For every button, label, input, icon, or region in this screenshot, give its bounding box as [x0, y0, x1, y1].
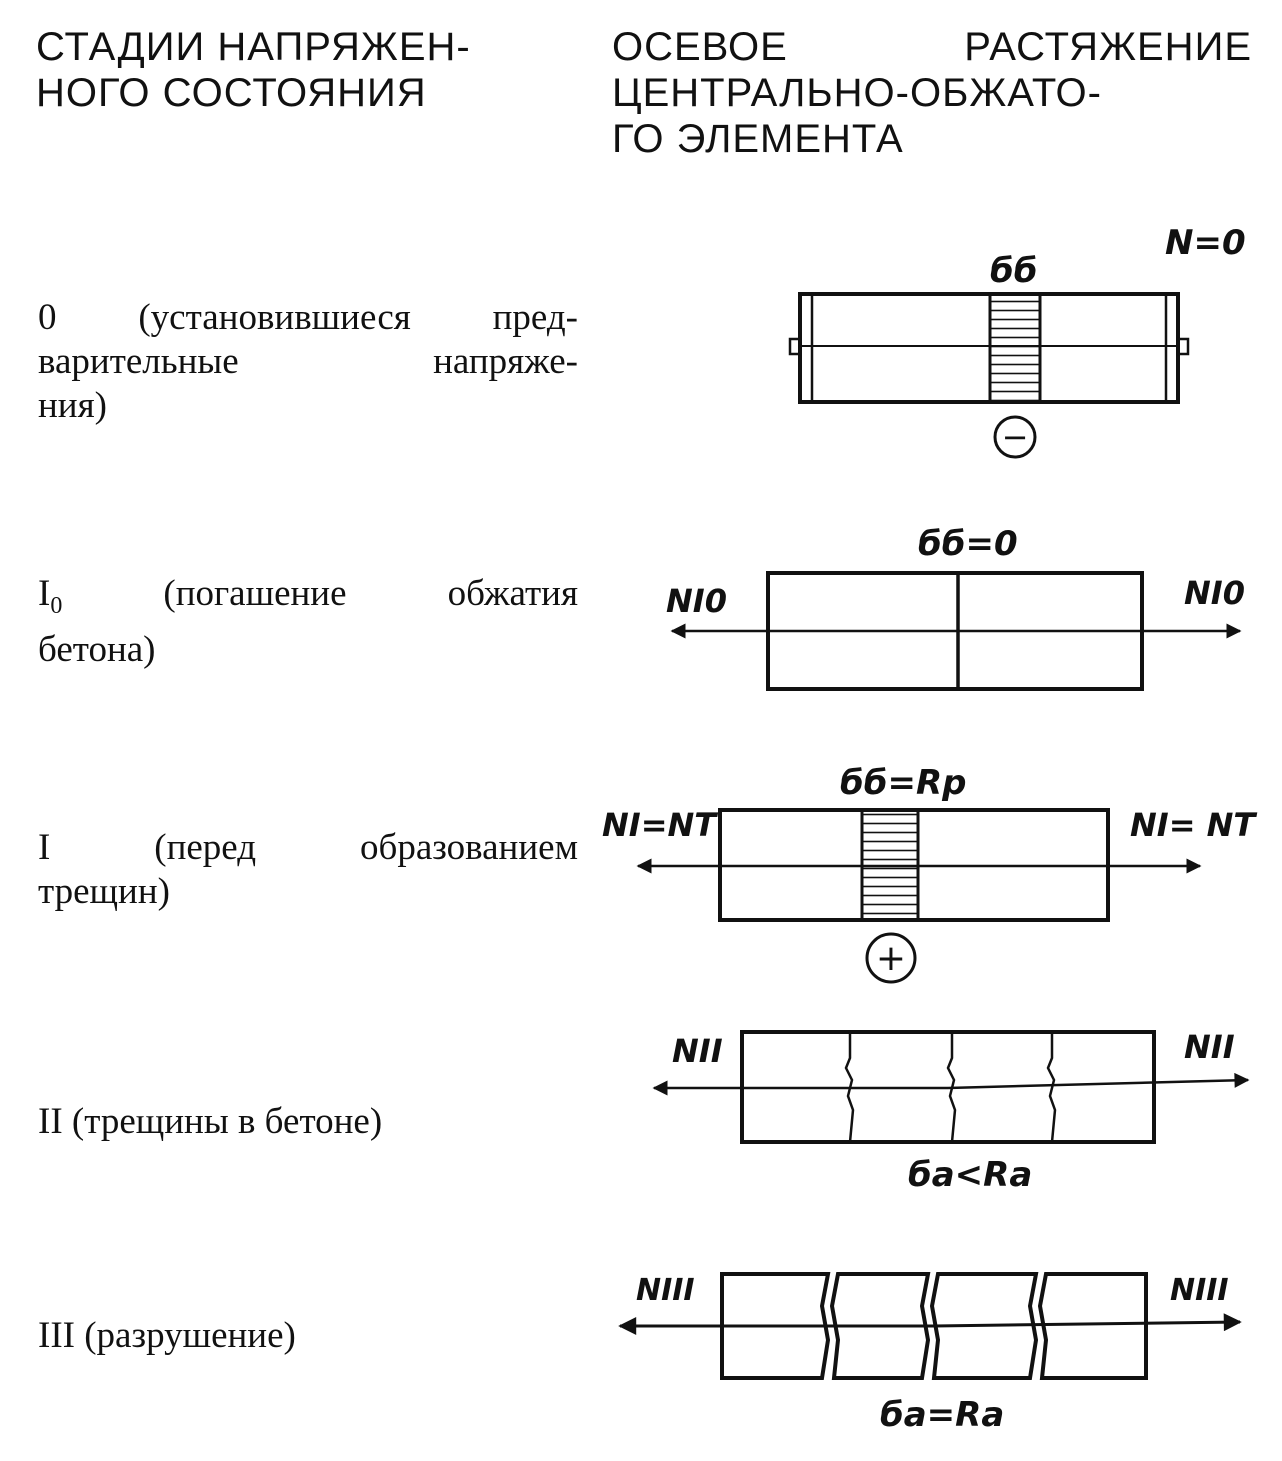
stage-0-force-label: N=0 — [1165, 223, 1246, 263]
stage-0-line-3: ния) — [38, 385, 107, 426]
stage-i-line-2: трещин) — [38, 871, 170, 912]
stage-i0-stress-label: бб=0 — [918, 524, 1018, 564]
stage-ii-force-left: NII — [672, 1032, 723, 1070]
stage-i0-force-right: NI0 — [1184, 574, 1245, 612]
stage-i-force-right: NI= NT — [1130, 806, 1257, 844]
stage-ii-crack-3 — [1046, 1032, 1057, 1143]
stages-column-heading: СТАДИИ НАПРЯЖЕН- НОГО СОСТОЯНИЯ — [36, 24, 566, 116]
stage-i0-line-1: I0 (погашение обжатия — [38, 572, 578, 628]
stage-i0-numeral: I — [38, 573, 51, 614]
diagram-column-heading: ОСЕВОЕ РАСТЯЖЕНИЕ ЦЕНТРАЛЬНО-ОБЖАТО- ГО … — [612, 24, 1252, 162]
stage-i-force-left: NI=NT — [602, 806, 718, 844]
stage-iii-block-3 — [929, 1272, 1039, 1380]
stage-ii-label: II (трещины в бетоне) — [38, 1100, 578, 1144]
stage-i0-label: I0 (погашение обжатия бетона) — [38, 572, 578, 672]
stage-iii-block-2 — [829, 1272, 931, 1380]
stages-heading-line-1: СТАДИИ НАПРЯЖЕН- — [36, 25, 471, 69]
stage-i-line-1: I (перед образованием — [38, 827, 578, 868]
stage-0-sign: − — [1002, 418, 1029, 456]
stage-i-sign-circle — [865, 932, 917, 984]
stage-i0-subscript: 0 — [50, 593, 63, 619]
stage-ii-force-right: NII — [1184, 1028, 1235, 1066]
stage-ii-stress-label: бa<Ra — [908, 1155, 1032, 1195]
stage-i-label: I (перед образованием трещин) — [38, 826, 578, 914]
stage-iii-arrow-right — [933, 1313, 1242, 1332]
stage-iii-label: III (разрушение) — [38, 1314, 578, 1358]
stage-ii-crack-2 — [946, 1032, 957, 1143]
stage-iii-force-left: NIII — [636, 1273, 695, 1308]
stage-0-stress-label: бб — [990, 251, 1037, 291]
stage-i0-diagram: бб=0 NI0 NI0 — [666, 524, 1245, 691]
stage-0-tendon-end-left — [788, 337, 802, 356]
stage-i0-text: (погашение обжатия — [62, 573, 578, 614]
stage-ii-crack-1 — [844, 1032, 855, 1143]
stage-i-stress-label: бб=Rp — [840, 763, 967, 803]
stage-0-line-1: 0 (установившиеся пред- — [38, 297, 578, 338]
stage-iii-line-1: III (разрушение) — [38, 1315, 296, 1356]
stage-ii-diagram: NII NII бa<Ra — [652, 1028, 1250, 1195]
diagram-heading-line-3: ГО ЭЛЕМЕНТА — [612, 117, 904, 161]
stage-i0-force-left: NI0 — [666, 582, 727, 620]
stage-0-tendon-end-right — [1176, 337, 1190, 356]
stage-0-sign-circle — [993, 415, 1037, 459]
stage-iii-stress-label: бa=Ra — [880, 1395, 1004, 1435]
stage-iii-diagram: NIII NIII бa=Ra — [618, 1272, 1242, 1435]
diagram-heading-line-1: ОСЕВОЕ РАСТЯЖЕНИЕ — [612, 25, 1252, 69]
stages-heading-line-2: НОГО СОСТОЯНИЯ — [36, 71, 427, 115]
stage-i-sign: + — [876, 938, 906, 979]
stage-iii-block-4 — [1037, 1272, 1148, 1380]
stage-iii-block-1 — [720, 1272, 831, 1380]
stage-0-line-2: варительные напряже- — [38, 341, 578, 382]
stage-0-stress-block — [988, 292, 1042, 404]
stage-0-diagram: − бб N=0 — [788, 223, 1246, 459]
diagram-heading-line-2: ЦЕНТРАЛЬНО-ОБЖАТО- — [612, 71, 1102, 115]
stage-iii-force-right: NIII — [1170, 1273, 1229, 1308]
stage-i-diagram: + бб=Rp NI=NT NI= NT — [602, 763, 1257, 984]
stage-0-label: 0 (установившиеся пред- варительные напр… — [38, 296, 578, 428]
stage-ii-line-1: II (трещины в бетоне) — [38, 1101, 383, 1142]
stage-i0-line-2: бетона) — [38, 629, 156, 670]
stage-ii-arrow-right — [947, 1072, 1250, 1090]
